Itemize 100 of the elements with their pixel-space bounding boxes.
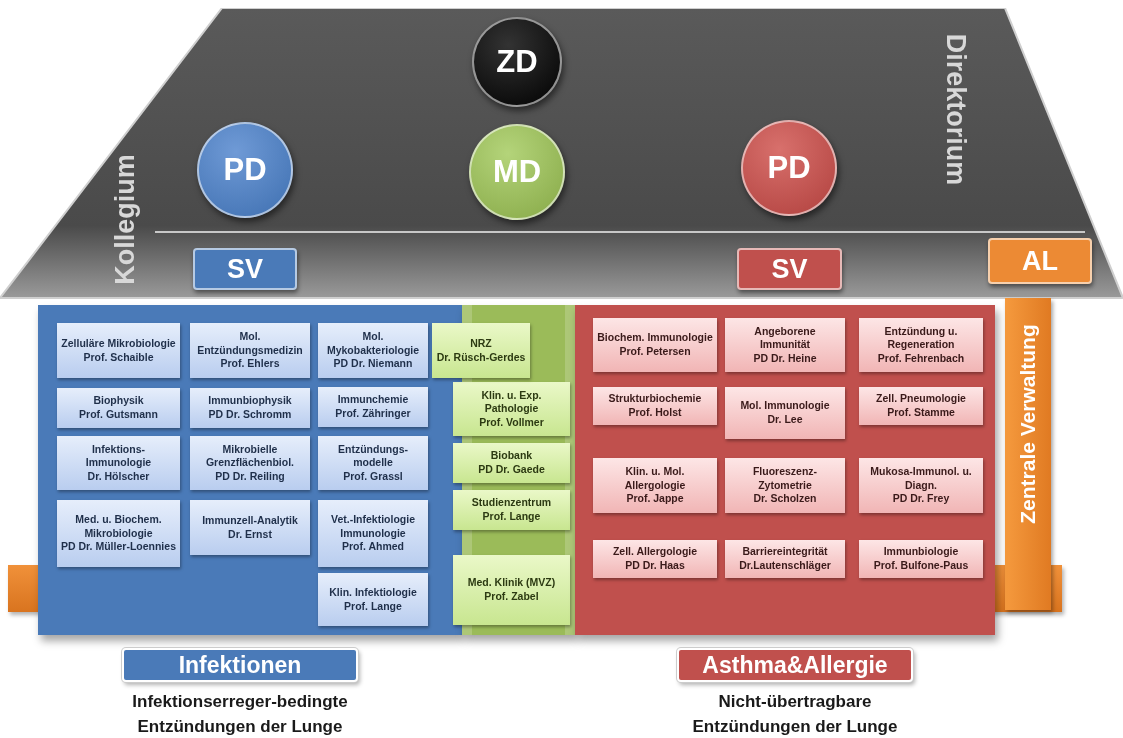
section-description: Nicht-übertragbare Entzündungen der Lunge <box>691 691 899 738</box>
unit-box <box>318 573 428 626</box>
unit-box <box>593 458 717 513</box>
unit-box <box>725 318 845 372</box>
unit-name: Immunchemie <box>337 393 409 407</box>
unit-box <box>725 458 845 513</box>
unit-name: Klin. u. Mol. Allergologie <box>623 465 687 493</box>
unit-box <box>453 382 570 436</box>
roof-panel <box>0 8 1123 300</box>
role-tag <box>737 248 842 290</box>
head-name: Prof. Zähringer <box>335 407 411 421</box>
head-name: Dr. Scholzen <box>753 492 817 506</box>
unit-name: Entzündung u. Regeneration <box>883 324 959 352</box>
head-name: Dr. Lee <box>767 413 803 427</box>
role-label: AL <box>1022 245 1058 277</box>
unit-box <box>318 436 428 490</box>
head-name: PD Dr. Frey <box>892 492 950 506</box>
head-name: Prof. Grassl <box>343 469 403 484</box>
unit-box <box>190 388 310 428</box>
unit-box <box>190 500 310 555</box>
head-name: Prof. Lange <box>482 510 541 524</box>
section-description: Infektionserreger-bedingte Entzündungen der Lunge <box>131 691 349 738</box>
unit-box <box>190 436 310 490</box>
unit-name: Med. u. Biochem. Mikrobiologie <box>74 513 163 541</box>
unit-name: Vet.-Infektiologie Immunologie <box>330 513 416 541</box>
head-name: PD Dr. Reiling <box>215 469 285 484</box>
group-label: Direktorium <box>939 32 971 188</box>
unit-name: Mukosa-Immunol. u. Diagn. <box>869 465 973 493</box>
unit-name: Mol. Entzündungsmedizin <box>196 330 304 358</box>
head-name: PD Dr. Niemann <box>333 357 413 371</box>
unit-name: Entzündungs-modelle <box>337 442 409 470</box>
head-name: Prof. Schaible <box>83 350 154 365</box>
unit-box <box>432 323 530 378</box>
head-name: Prof. Gutsmann <box>79 408 158 422</box>
unit-box <box>318 387 428 427</box>
unit-box <box>318 500 428 567</box>
unit-box <box>57 500 180 567</box>
unit-box <box>859 458 983 513</box>
head-name: PD Dr. Haas <box>625 559 685 573</box>
unit-name: Fluoreszenz-Zytometrie <box>751 465 819 493</box>
head-name: Prof. Bulfone-Paus <box>873 559 969 573</box>
unit-box <box>453 443 570 483</box>
unit-box <box>725 540 845 578</box>
unit-box <box>859 318 983 372</box>
role-label: PD <box>767 150 811 186</box>
unit-name: Infektions-Immunologie <box>84 442 153 470</box>
head-name: Prof. Lange <box>344 599 402 614</box>
head-name: Prof. Holst <box>628 406 682 420</box>
unit-name: Barriereintegrität <box>742 545 828 559</box>
unit-box <box>318 323 428 378</box>
unit-name: NRZ <box>470 336 492 351</box>
unit-box <box>859 387 983 425</box>
unit-box <box>190 323 310 378</box>
head-name: Prof. Petersen <box>619 345 691 359</box>
unit-name: Klin. Infektiologie <box>329 585 417 600</box>
head-name: PD Dr. Heine <box>753 351 817 366</box>
unit-name: Med. Klinik (MVZ) <box>467 576 556 590</box>
unit-name: Zell. Allergologie <box>612 545 698 559</box>
unit-box <box>859 540 983 578</box>
unit-box <box>453 490 570 530</box>
unit-box <box>57 436 180 490</box>
unit-box <box>593 540 717 578</box>
unit-name: Immunbiophysik <box>208 394 292 408</box>
head-name: Prof. Fehrenbach <box>877 351 965 366</box>
area-panel <box>575 305 995 635</box>
group-label: Kollegium <box>109 153 141 287</box>
head-name: Dr. Ernst <box>228 527 272 542</box>
admin-label: Zentrale Verwaltung <box>1016 323 1040 526</box>
unit-name: Zell. Pneumologie <box>876 392 966 406</box>
unit-name: Immunbiologie <box>883 545 959 559</box>
unit-name: Angeborene Immunität <box>753 324 817 352</box>
unit-box <box>57 323 180 378</box>
role-tag <box>988 238 1092 284</box>
unit-name: Mol. Mykobakteriologie <box>325 330 421 358</box>
unit-box <box>593 387 717 425</box>
section-title: Infektionen <box>178 651 302 679</box>
section-title: Asthma&Allergie <box>702 651 888 679</box>
head-name: Prof. Stamme <box>887 406 955 420</box>
unit-name: Biobank <box>490 449 533 463</box>
unit-name: Strukturbiochemie <box>608 392 702 406</box>
head-name: PD Dr. Schromm <box>208 408 292 422</box>
unit-name: Mol. Immunologie <box>740 399 830 413</box>
role-label: MD <box>492 154 542 190</box>
head-name: Prof. Jappe <box>626 492 684 506</box>
head-name: Prof. Zabel <box>484 590 539 604</box>
head-name: Dr. Rüsch-Gerdes <box>436 350 526 365</box>
head-name: Prof. Ahmed <box>342 540 404 554</box>
role-label: SV <box>771 253 808 285</box>
section-badge <box>677 648 913 682</box>
unit-name: Mikrobielle Grenzflächenbiol. <box>204 442 296 470</box>
head-name: Prof. Ehlers <box>220 357 280 371</box>
role-tag <box>193 248 297 290</box>
unit-name: Biophysik <box>93 394 144 408</box>
head-name: Prof. Vollmer <box>479 415 544 430</box>
head-name: Dr. Hölscher <box>87 469 150 484</box>
unit-name: Biochem. Immunologie <box>597 331 713 345</box>
role-label: ZD <box>496 44 538 80</box>
unit-box <box>453 555 570 625</box>
role-label: PD <box>223 152 267 188</box>
unit-box <box>57 388 180 428</box>
